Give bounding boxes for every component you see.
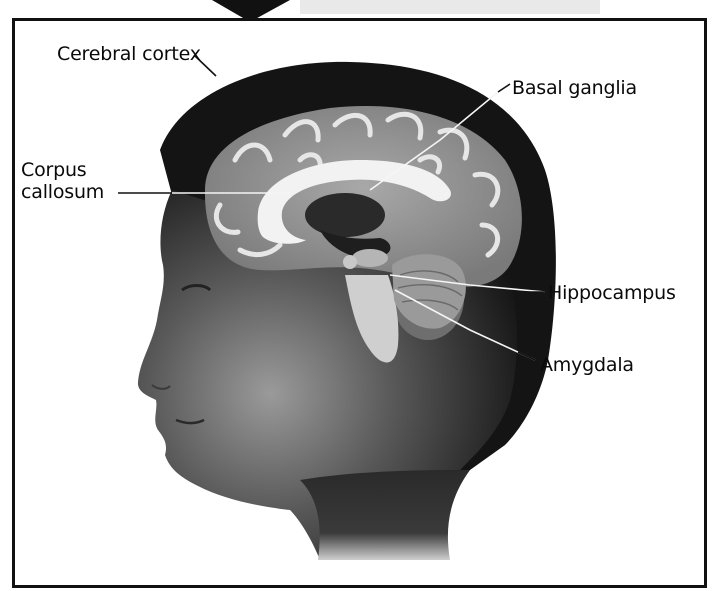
leader-basal-ganglia-outer: [498, 84, 510, 92]
label-hippocampus: Hippocampus: [548, 282, 676, 304]
basal-ganglia-shape: [305, 193, 385, 237]
label-corpus-callosum-line2: callosum: [21, 181, 104, 203]
label-amygdala: Amygdala: [540, 354, 634, 376]
hippocampus-shape: [352, 249, 388, 267]
neck-shape: [300, 470, 470, 560]
label-corpus-callosum-line1: Corpus: [21, 159, 87, 181]
label-cerebral-cortex: Cerebral cortex: [57, 43, 201, 65]
amygdala-shape: [343, 255, 357, 269]
label-basal-ganglia: Basal ganglia: [512, 77, 637, 99]
